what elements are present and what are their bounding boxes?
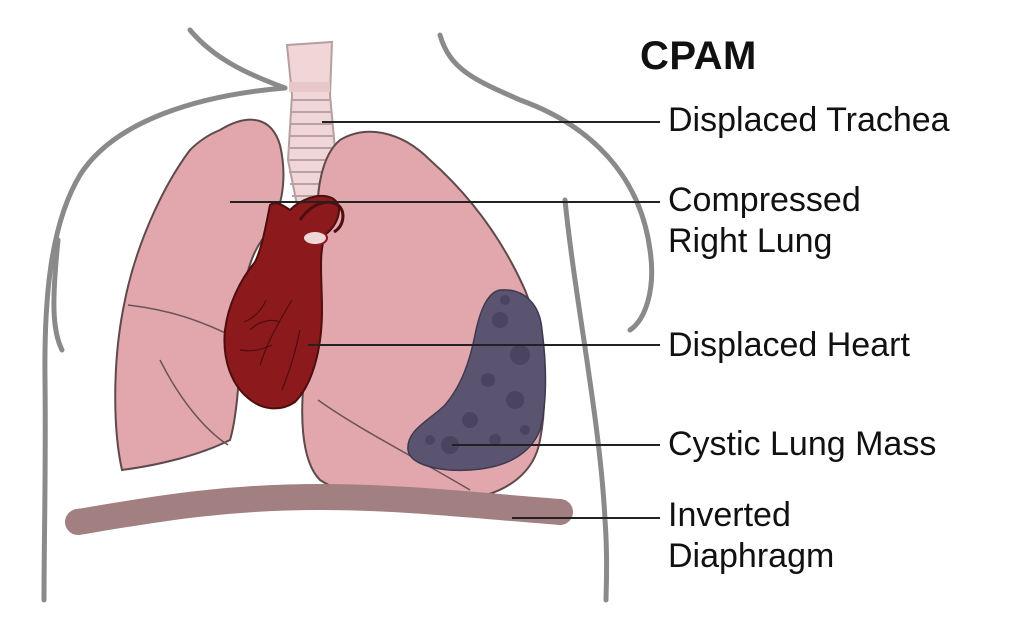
torso-outline [41, 27, 655, 603]
inverted-diaphragm [65, 483, 573, 535]
label-compressed-right-lung-line2: Right Lung [668, 222, 833, 260]
diagram-title: CPAM [640, 34, 757, 78]
label-displaced-trachea-text: Displaced Trachea [668, 101, 950, 139]
label-inverted-diaphragm: Inverted Diaphragm [668, 495, 834, 577]
label-cystic-lung-mass: Cystic Lung Mass [668, 424, 936, 465]
label-compressed-right-lung-line1: Compressed [668, 181, 861, 219]
displaced-heart [223, 194, 345, 410]
label-displaced-heart: Displaced Heart [668, 325, 910, 366]
label-inverted-diaphragm-line1: Inverted [668, 496, 791, 534]
label-displaced-heart-text: Displaced Heart [668, 326, 910, 364]
cystic-lung-mass [407, 289, 547, 472]
label-cystic-lung-mass-text: Cystic Lung Mass [668, 425, 937, 463]
leader-lines [230, 121, 660, 519]
label-compressed-right-lung: Compressed Right Lung [668, 180, 861, 262]
label-inverted-diaphragm-line2: Diaphragm [668, 537, 835, 575]
label-displaced-trachea: Displaced Trachea [668, 100, 950, 141]
